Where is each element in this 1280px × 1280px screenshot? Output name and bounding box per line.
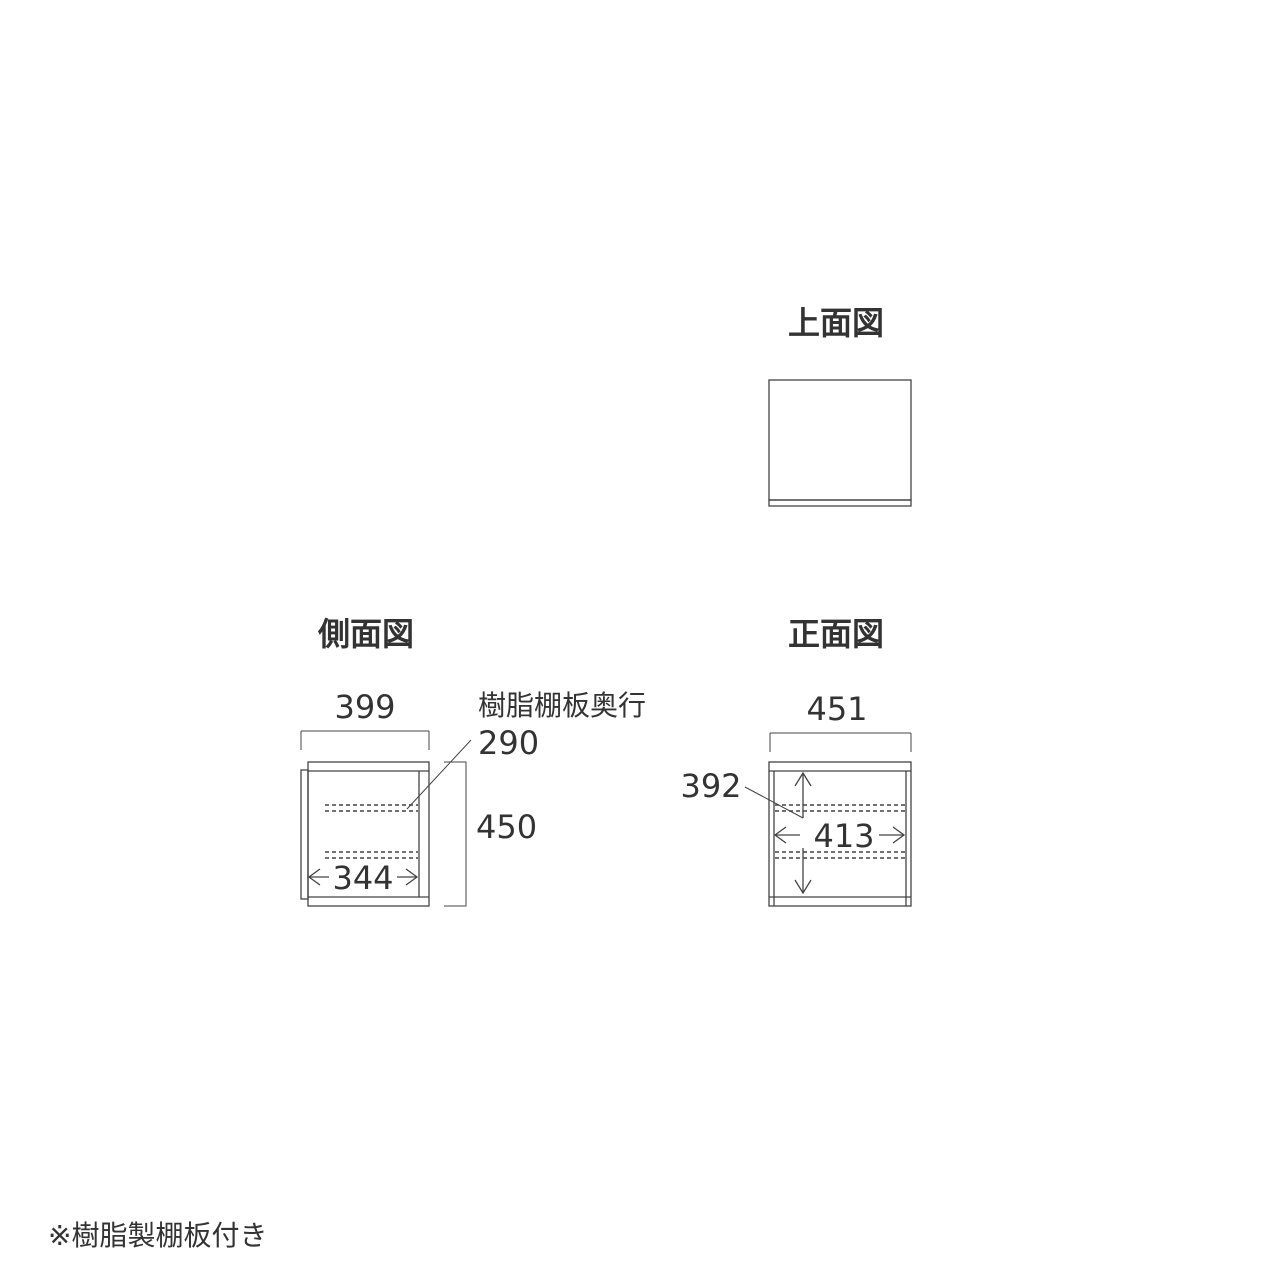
side-height-dimension-line xyxy=(444,761,467,907)
front-inner-height-arrow xyxy=(794,771,812,895)
front-view-title: 正面図 xyxy=(788,615,884,653)
top-view: 上面図 xyxy=(768,304,912,507)
side-inner-width-label: 344 xyxy=(332,859,393,897)
front-width-label: 451 xyxy=(806,690,867,728)
shelf-depth-caption: 樹脂棚板奥行 xyxy=(478,689,646,722)
shelf-depth-value: 290 xyxy=(478,724,539,762)
front-cabinet-outline xyxy=(768,761,912,907)
side-width-label: 399 xyxy=(334,688,395,726)
side-height-label: 450 xyxy=(476,808,537,846)
side-width-dimension-line xyxy=(300,730,430,750)
top-view-front-edge xyxy=(768,499,912,507)
front-inner-height-label: 392 xyxy=(680,767,741,805)
front-inner-height-leader-line xyxy=(744,786,804,819)
top-view-title: 上面図 xyxy=(788,304,884,342)
front-view: 正面図 451 413 xyxy=(680,615,912,907)
front-inner-width-arrow xyxy=(773,826,906,844)
shelf-depth-leader-line xyxy=(406,739,472,810)
side-cabinet xyxy=(300,761,430,907)
up-arrowhead-icon xyxy=(794,771,812,787)
front-cabinet xyxy=(768,761,912,907)
front-inner-width-label: 413 xyxy=(813,817,874,855)
top-view-outline xyxy=(768,379,912,501)
side-view: 側面図 399 344 450 樹脂棚板奥行 290 xyxy=(300,615,646,907)
front-width-dimension-line xyxy=(769,732,912,752)
footnote: ※樹脂製棚板付き xyxy=(48,1219,267,1252)
side-inner-width-arrow xyxy=(307,868,419,886)
side-view-title: 側面図 xyxy=(317,615,414,653)
side-door-edge xyxy=(300,769,309,900)
down-arrowhead-icon xyxy=(794,879,812,895)
